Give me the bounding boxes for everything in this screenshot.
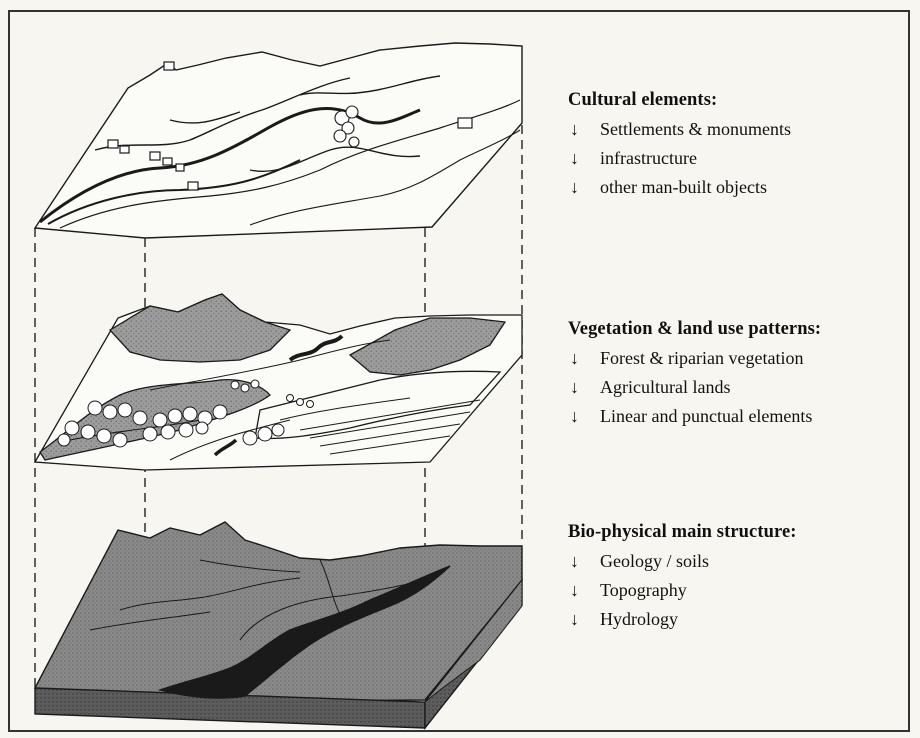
legend-item-label: Topography — [600, 580, 687, 600]
down-arrow-icon: ↓ — [568, 344, 600, 373]
legend-item-label: Geology / soils — [600, 551, 709, 571]
down-arrow-icon: ↓ — [568, 144, 600, 173]
down-arrow-icon: ↓ — [568, 373, 600, 402]
legend-item: ↓Forest & riparian vegetation — [568, 344, 913, 373]
down-arrow-icon: ↓ — [568, 605, 600, 634]
legend-cultural: Cultural elements: ↓Settlements & monume… — [568, 90, 913, 202]
cultural-layer-block — [35, 43, 522, 238]
legend-vegetation: Vegetation & land use patterns: ↓Forest … — [568, 319, 913, 431]
down-arrow-icon: ↓ — [568, 173, 600, 202]
legend-item: ↓other man-built objects — [568, 173, 913, 202]
down-arrow-icon: ↓ — [568, 576, 600, 605]
legend-item: ↓Topography — [568, 576, 913, 605]
vegetation-layer-block — [35, 294, 522, 470]
legend-item: ↓Linear and punctual elements — [568, 402, 913, 431]
legend-item-label: Forest & riparian vegetation — [600, 348, 803, 368]
legend-item-label: Settlements & monuments — [600, 119, 791, 139]
down-arrow-icon: ↓ — [568, 115, 600, 144]
legend-item: ↓Settlements & monuments — [568, 115, 913, 144]
legend-biophysical-title: Bio-physical main structure: — [568, 522, 913, 543]
legend-item-label: Linear and punctual elements — [600, 406, 812, 426]
legend-biophysical: Bio-physical main structure: ↓Geology / … — [568, 522, 913, 634]
biophysical-layer-block — [35, 522, 522, 728]
legend-vegetation-list: ↓Forest & riparian vegetation ↓Agricultu… — [568, 344, 913, 431]
legend-item: ↓Hydrology — [568, 605, 913, 634]
legend-item-label: Agricultural lands — [600, 377, 730, 397]
down-arrow-icon: ↓ — [568, 547, 600, 576]
legend-vegetation-title: Vegetation & land use patterns: — [568, 319, 913, 340]
legend-cultural-list: ↓Settlements & monuments ↓infrastructure… — [568, 115, 913, 202]
down-arrow-icon: ↓ — [568, 402, 600, 431]
legend-item-label: Hydrology — [600, 609, 678, 629]
legend-biophysical-list: ↓Geology / soils ↓Topography ↓Hydrology — [568, 547, 913, 634]
legend-item: ↓Geology / soils — [568, 547, 913, 576]
legend-item: ↓Agricultural lands — [568, 373, 913, 402]
legend-item: ↓infrastructure — [568, 144, 913, 173]
legend-item-label: other man-built objects — [600, 177, 767, 197]
legend-cultural-title: Cultural elements: — [568, 90, 913, 111]
legend-item-label: infrastructure — [600, 148, 697, 168]
